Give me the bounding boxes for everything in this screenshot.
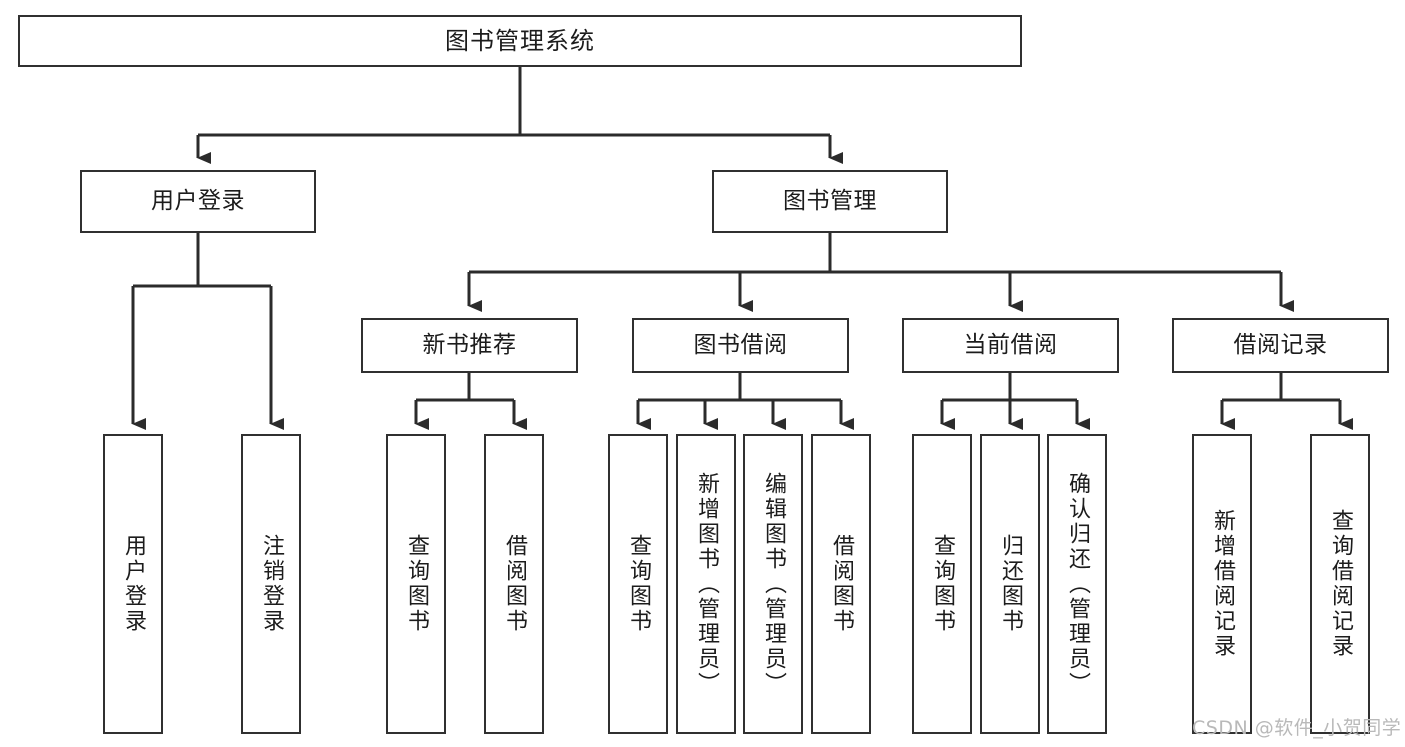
leaf-edit-book-admin[interactable]: 编辑图书（管理员） [743,434,803,734]
leaf-label: 查询图书 [403,534,429,634]
leaf-label: 新增借阅记录 [1209,509,1235,659]
csdn-watermark: CSDN @软件_小贺同学 [1192,717,1402,739]
node-book-management[interactable]: 图书管理 [712,170,948,233]
leaf-logout[interactable]: 注销登录 [241,434,301,734]
leaf-user-login[interactable]: 用户登录 [103,434,163,734]
leaf-add-book-admin[interactable]: 新增图书（管理员） [676,434,736,734]
leaf-label: 归还图书 [997,534,1023,634]
leaf-query-book-borrow[interactable]: 查询图书 [608,434,668,734]
leaf-borrow-book-rec[interactable]: 借阅图书 [484,434,544,734]
leaf-query-book-rec[interactable]: 查询图书 [386,434,446,734]
leaf-label: 查询图书 [929,534,955,634]
leaf-query-borrow-record[interactable]: 查询借阅记录 [1310,434,1370,734]
node-book-borrow[interactable]: 图书借阅 [632,318,849,373]
leaf-add-borrow-record[interactable]: 新增借阅记录 [1192,434,1252,734]
node-root-system[interactable]: 图书管理系统 [18,15,1022,67]
leaf-query-book-current[interactable]: 查询图书 [912,434,972,734]
leaf-return-book[interactable]: 归还图书 [980,434,1040,734]
node-new-book-recommend[interactable]: 新书推荐 [361,318,578,373]
leaf-label: 确认归还（管理员） [1064,471,1090,697]
leaf-label: 查询图书 [625,534,651,634]
node-current-borrow[interactable]: 当前借阅 [902,318,1119,373]
leaf-confirm-return-admin[interactable]: 确认归还（管理员） [1047,434,1107,734]
leaf-label: 新增图书（管理员） [693,471,719,697]
node-user-login[interactable]: 用户登录 [80,170,316,233]
leaf-label: 注销登录 [258,534,284,634]
leaf-label: 用户登录 [120,534,146,634]
leaf-label: 借阅图书 [501,534,527,634]
leaf-label: 编辑图书（管理员） [760,471,786,697]
leaf-label: 借阅图书 [828,534,854,634]
leaf-borrow-book[interactable]: 借阅图书 [811,434,871,734]
node-borrow-record[interactable]: 借阅记录 [1172,318,1389,373]
leaf-label: 查询借阅记录 [1327,509,1353,659]
